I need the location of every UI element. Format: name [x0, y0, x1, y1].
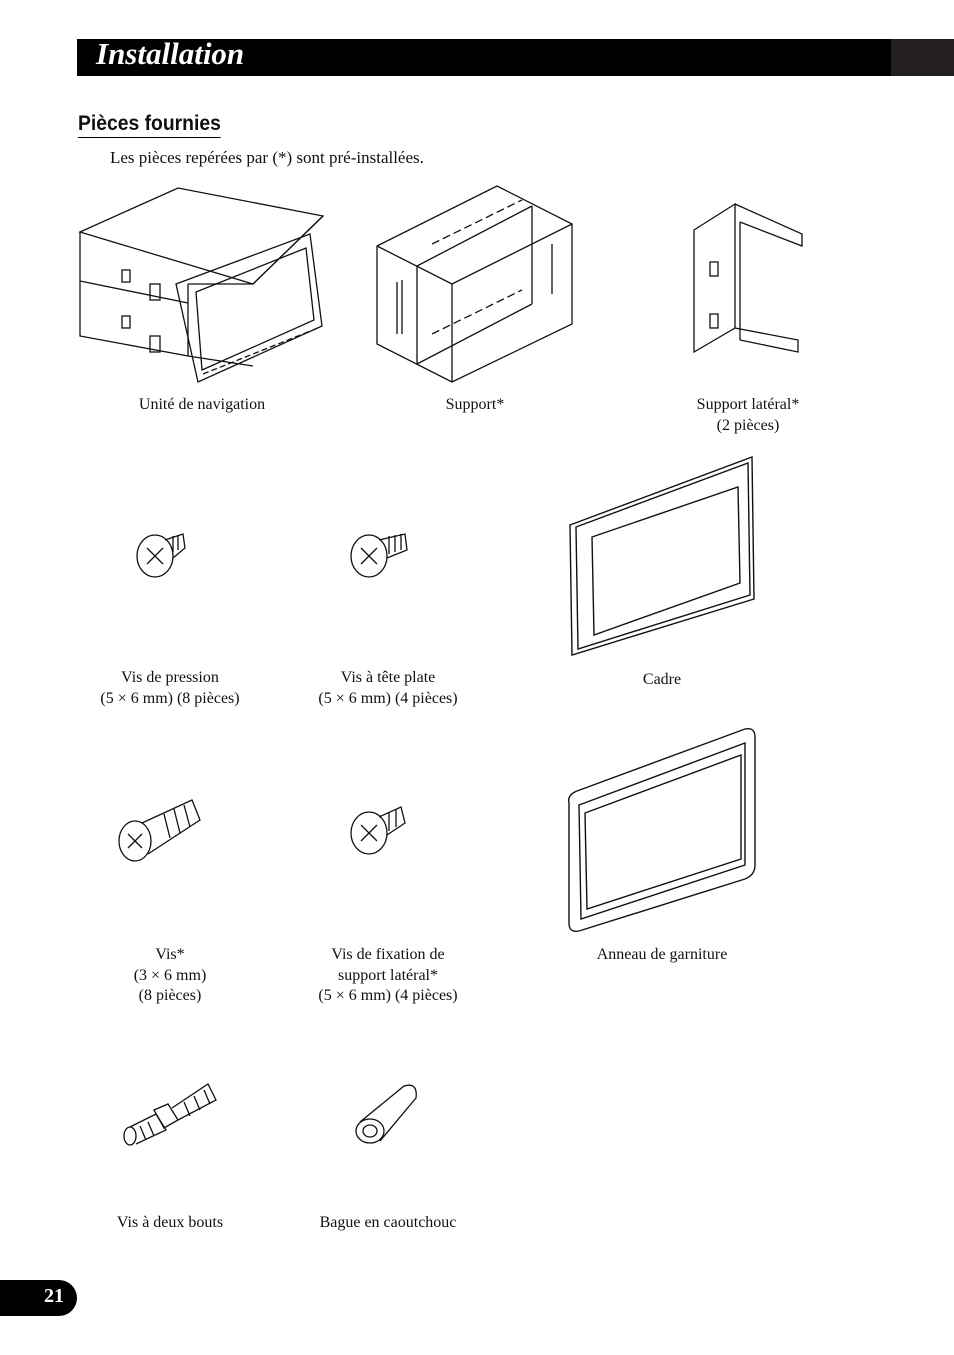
label-line: support latéral* — [338, 966, 438, 984]
label-line: Cadre — [642, 671, 682, 688]
label-line: (5 × 6 mm) (4 pièces) — [318, 987, 458, 1004]
part-label-side-support: Support latéral* (2 pièces) — [628, 395, 868, 436]
side-support-illustration — [690, 200, 810, 370]
label-line: (5 × 6 mm) (4 pièces) — [318, 689, 458, 707]
part-label-side-support-screw: Vis de fixation de support latéral* (5 × 6… — [268, 945, 508, 1007]
label-line: (8 pièces) — [138, 987, 202, 1004]
double-ended-screw-illustration — [120, 1080, 220, 1150]
header-bar — [77, 39, 891, 76]
label-line: Support latéral* — [696, 396, 800, 413]
page-number: 21 — [44, 1285, 64, 1307]
side-support-screw-illustration — [349, 805, 409, 865]
support-cage-illustration — [372, 184, 582, 384]
navigation-unit-illustration — [78, 186, 328, 386]
label-line: (2 pièces) — [716, 416, 780, 434]
part-label-screw: Vis* (3 × 6 mm) (8 pièces) — [50, 945, 290, 1007]
label-line: Vis* — [155, 946, 185, 963]
page-title: Installation — [96, 36, 245, 71]
intro-text: Les pièces repérées par (*) sont pré-ins… — [110, 148, 424, 167]
pressure-screw-illustration — [135, 528, 195, 588]
label-line: Support* — [445, 396, 505, 413]
label-line: Vis à tête plate — [340, 669, 436, 686]
screw-illustration — [118, 796, 208, 866]
header-tab — [891, 39, 954, 76]
part-label-support: Support* — [355, 395, 595, 416]
label-line: (3 × 6 mm) — [133, 966, 207, 984]
part-label-frame: Cadre — [542, 670, 782, 691]
frame-illustration — [568, 455, 758, 657]
label-line: Vis de fixation de — [331, 946, 445, 963]
rubber-bush-illustration — [352, 1080, 422, 1150]
label-line: Unité de navigation — [138, 396, 266, 413]
part-label-pressure-screw: Vis de pression (5 × 6 mm) (8 pièces) — [50, 668, 290, 709]
part-label-trim-ring: Anneau de garniture — [542, 945, 782, 966]
trim-ring-illustration — [565, 725, 760, 937]
flat-head-screw-illustration — [349, 528, 409, 588]
label-line: Anneau de garniture — [596, 946, 728, 963]
label-line: (5 × 6 mm) (8 pièces) — [100, 689, 240, 707]
section-heading: Pièces fournies — [78, 112, 221, 138]
page-number-tab: 21 — [0, 1280, 77, 1316]
part-label-rubber-bush: Bague en caoutchouc — [268, 1213, 508, 1234]
label-line: Vis de pression — [121, 669, 219, 686]
label-line: Vis à deux bouts — [116, 1214, 224, 1231]
part-label-double-ended-screw: Vis à deux bouts — [50, 1213, 290, 1234]
part-label-flat-head-screw: Vis à tête plate (5 × 6 mm) (4 pièces) — [268, 668, 508, 709]
part-label-navigation-unit: Unité de navigation — [82, 395, 322, 416]
label-line: Bague en caoutchouc — [319, 1214, 457, 1231]
